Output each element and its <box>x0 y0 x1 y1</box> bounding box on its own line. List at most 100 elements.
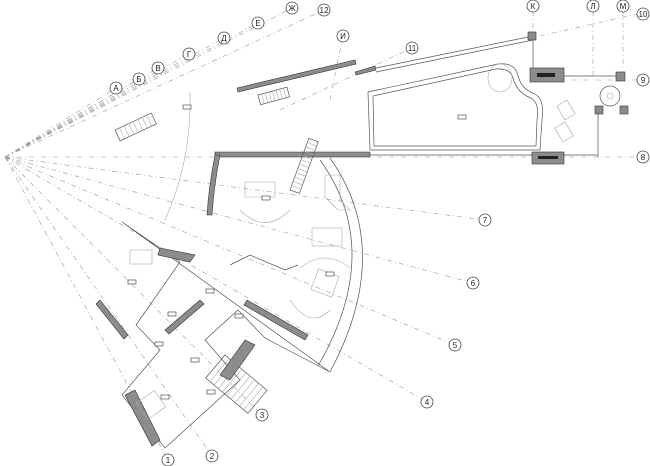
terrace-stair <box>114 112 157 142</box>
svg-text:Г: Г <box>187 50 192 59</box>
grid-bubble-letter: И <box>336 29 350 43</box>
deck-chair-2 <box>554 121 574 143</box>
stair-tread <box>302 155 313 160</box>
grid-bubble-number: 3 <box>255 408 269 422</box>
stair-tread <box>226 372 247 396</box>
deck-chair <box>556 99 576 121</box>
grid-line-num-11 <box>279 47 413 111</box>
svg-text:11: 11 <box>408 44 417 53</box>
sofa-curved <box>289 257 351 319</box>
living-inner-wall <box>229 254 299 271</box>
stair-tread <box>123 125 130 137</box>
grid-bubble-number: 8 <box>636 150 650 164</box>
stair-tread <box>137 119 144 131</box>
svg-text:10: 10 <box>639 10 648 19</box>
room-tag-hall <box>182 104 192 110</box>
bedroom-wall <box>157 247 196 263</box>
grid-bubble-number: 9 <box>636 73 650 87</box>
grid-bubble-letter: Л <box>586 0 600 13</box>
stair-tread <box>222 368 243 393</box>
grid-bubble-number: 4 <box>420 395 434 409</box>
column-4 <box>594 105 604 115</box>
pool <box>367 63 544 151</box>
kitchen-wall-west <box>206 154 221 216</box>
grid-bubble-letter: М <box>616 0 630 13</box>
column <box>527 31 537 41</box>
dining-table <box>311 227 343 247</box>
grid-bubble-letter: Е <box>251 16 265 30</box>
sofa-l <box>324 174 351 211</box>
grid-bubble-number: 1 <box>161 453 175 466</box>
pool-jacuzzi <box>487 63 513 93</box>
grid-line-num-5 <box>4 156 456 346</box>
room-tag-4 <box>234 313 244 319</box>
bed <box>135 390 167 420</box>
grid-bubble-letter: К <box>526 0 540 13</box>
stair-tread <box>297 168 308 173</box>
svg-text:8: 8 <box>641 153 646 162</box>
grid-line-num-2 <box>4 156 213 457</box>
grid-line-num-6 <box>4 156 474 284</box>
spiral-stair-core <box>606 92 614 100</box>
svg-text:Д: Д <box>221 34 227 43</box>
north-glazing <box>375 35 534 69</box>
room-tag-5 <box>154 341 164 347</box>
svg-text:Б: Б <box>136 75 141 84</box>
master-bedroom-wall <box>124 389 161 447</box>
stair-tread <box>141 117 148 129</box>
annex-window <box>537 73 555 77</box>
living-south-wall <box>243 299 309 341</box>
room-tag-living <box>325 271 335 277</box>
room-tag-6 <box>190 357 200 363</box>
south-wall <box>214 151 371 158</box>
pool-inner <box>372 68 539 147</box>
svg-text:2: 2 <box>210 452 215 461</box>
grid-bubble-letter: В <box>151 61 165 75</box>
stair-tread <box>234 379 255 403</box>
stair-tread <box>268 92 272 102</box>
svg-text:И: И <box>340 32 346 41</box>
desk <box>129 249 153 265</box>
svg-text:7: 7 <box>483 216 488 225</box>
grid-bubble-letter: Ж <box>285 1 299 15</box>
grid-line-0 <box>4 87 117 158</box>
stair-tread <box>305 146 316 151</box>
coffee-table <box>310 268 340 298</box>
stair-tread <box>293 181 303 186</box>
svg-text:6: 6 <box>471 279 476 288</box>
grid-bubble-letter: Д <box>217 31 231 45</box>
north-wall <box>236 59 357 93</box>
grid-lines <box>4 6 638 461</box>
stair-tread <box>300 159 311 164</box>
grid-bubble-number: 2 <box>205 449 219 463</box>
stair-tread <box>230 376 251 400</box>
spiral-stair <box>599 85 621 107</box>
column-2 <box>615 71 626 82</box>
west-wing-outline <box>121 221 331 449</box>
north-stair <box>257 86 290 106</box>
room-tag-7 <box>160 394 170 400</box>
svg-text:1: 1 <box>166 456 171 465</box>
stair-tread <box>261 93 265 104</box>
svg-text:К: К <box>531 2 536 11</box>
stair-tread <box>119 127 125 139</box>
stair-tread <box>275 90 279 100</box>
grid-line-2 <box>4 67 159 158</box>
north-glazing-2 <box>375 39 534 73</box>
grid-bubble-number: 10 <box>636 7 650 21</box>
north-wall-east <box>354 65 377 76</box>
svg-text:Е: Е <box>255 19 260 28</box>
grid-line-num-4 <box>4 156 428 403</box>
room-tag-3 <box>205 288 215 294</box>
stair-tread <box>304 150 314 155</box>
grid-bubble-number: 5 <box>448 338 462 352</box>
svg-text:А: А <box>113 84 119 93</box>
grid-bubble-letter: А <box>109 81 123 95</box>
svg-text:Л: Л <box>590 2 595 11</box>
grid-line-6 <box>4 7 293 158</box>
grid-bubble-number: 6 <box>466 276 480 290</box>
svg-text:12: 12 <box>320 6 329 15</box>
grid-bubble-number: 7 <box>478 213 492 227</box>
